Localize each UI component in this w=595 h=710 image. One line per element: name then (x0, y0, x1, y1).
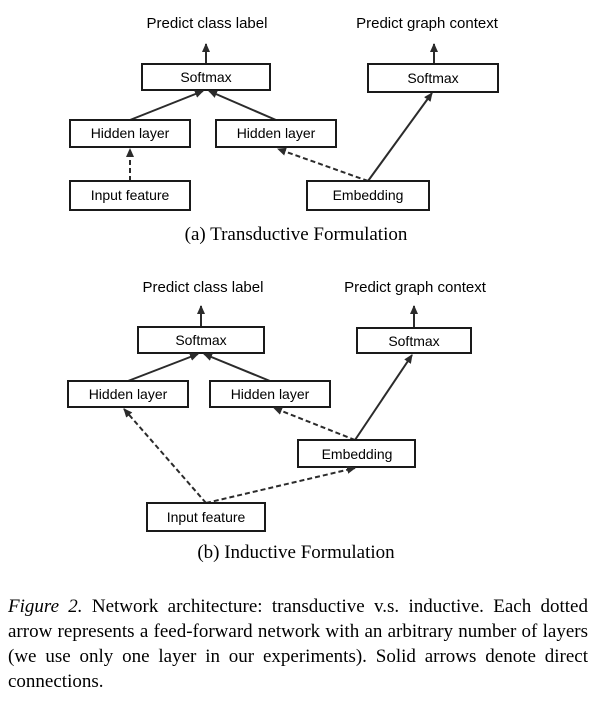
subcaption-b: (b) Inductive Formulation (197, 542, 395, 563)
hidden-layer-left-label-a: Hidden layer (91, 125, 170, 141)
caption-text: Network architecture: transductive v.s. … (8, 596, 588, 692)
subcaption-a: (a) Transductive Formulation (185, 224, 408, 245)
predict-class-label-b: Predict class label (143, 279, 264, 296)
softmax-right-label-a: Softmax (407, 70, 458, 86)
dashed-arrow-input-to-hidden-b (123, 408, 207, 504)
hidden-layer-right-box-a (215, 119, 337, 148)
hidden-layer-left-box-a (69, 119, 191, 148)
arrow-hidden-right-to-softmax-b (203, 353, 271, 382)
softmax-right-box-b (356, 327, 472, 354)
predict-graph-context-b: Predict graph context (344, 279, 487, 296)
arrow-hidden-right-to-softmax-a (208, 90, 277, 121)
input-feature-label-b: Input feature (167, 509, 246, 525)
figure-label: Figure 2. (8, 596, 83, 617)
dashed-arrow-input-to-embedding-b (205, 465, 356, 504)
softmax-left-box-b (137, 326, 265, 354)
input-feature-label-a: Input feature (91, 187, 170, 203)
embedding-label-a: Embedding (333, 187, 404, 203)
dashed-arrow-embedding-to-hidden-b (273, 407, 356, 441)
arrow-hidden-left-to-softmax-a (129, 90, 204, 121)
input-feature-box-b (146, 502, 266, 532)
figure-caption: Figure 2. Network architecture: transduc… (8, 594, 588, 694)
hidden-layer-right-label-a: Hidden layer (237, 125, 316, 141)
predict-class-label-a: Predict class label (147, 15, 268, 32)
hidden-layer-left-label-b: Hidden layer (89, 386, 168, 402)
hidden-layer-right-label-b: Hidden layer (231, 386, 310, 402)
softmax-right-label-b: Softmax (388, 333, 439, 349)
input-feature-box-a (69, 180, 191, 211)
embedding-label-b: Embedding (322, 446, 393, 462)
arrow-embedding-to-softmax-a (367, 92, 433, 182)
embedding-box-a (306, 180, 430, 211)
figure-2-diagram: Predict class label Predict graph contex… (67, 15, 499, 563)
arrow-embedding-to-softmax-b (354, 354, 413, 441)
hidden-layer-left-box-b (67, 380, 189, 408)
arrow-hidden-left-to-softmax-b (127, 353, 199, 382)
embedding-box-b (297, 439, 416, 468)
panel-a-transductive: Predict class label Predict graph contex… (69, 15, 499, 245)
predict-graph-context-a: Predict graph context (356, 15, 499, 32)
dashed-arrow-embedding-to-hidden-a (277, 147, 369, 182)
softmax-left-label-a: Softmax (180, 69, 231, 85)
softmax-right-box-a (367, 63, 499, 93)
softmax-left-box-a (141, 63, 271, 91)
softmax-left-label-b: Softmax (175, 332, 226, 348)
hidden-layer-right-box-b (209, 380, 331, 408)
panel-b-inductive: Predict class label Predict graph contex… (67, 279, 487, 563)
